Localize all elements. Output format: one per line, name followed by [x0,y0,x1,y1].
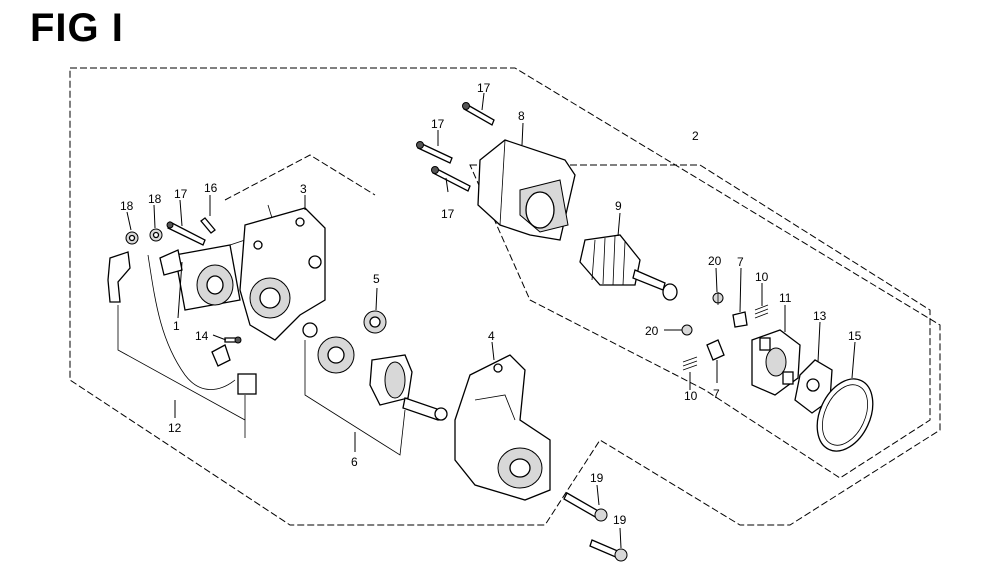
callout-15: 15 [848,329,862,343]
callout-17d: 17 [441,207,455,221]
callout-17a: 17 [174,187,188,201]
callout-19b: 19 [613,513,627,527]
part-20-screw-a [712,292,724,305]
callout-8: 8 [518,109,525,123]
part-19-bolt-b [589,539,628,562]
callout-1: 1 [173,319,180,333]
part-16-screw [200,217,216,234]
callout-18a: 18 [120,199,134,213]
callout-11: 11 [779,291,792,305]
part-19-bolt-a [563,492,608,522]
callout-13: 13 [813,309,827,323]
callout-9: 9 [615,199,622,213]
callout-7b: 7 [713,387,720,401]
part-6-gear-set [302,322,448,421]
part-18-nuts [125,228,163,245]
part-12-cable [107,251,257,438]
callout-7a: 7 [737,255,744,269]
part-7-brush-a [732,311,748,328]
part-15-seal [816,378,874,452]
assembly-boundary [69,67,941,526]
callout-3: 3 [300,182,307,196]
part-7-brush-b [706,339,725,361]
part-5-small-gear [363,310,387,334]
callout-10b: 10 [684,389,698,403]
part-17-bolts-top [416,102,495,192]
part-10-spring-b [682,356,698,371]
callout-5: 5 [373,272,380,286]
part-1-solenoid [159,239,246,311]
part-10-spring-a [754,304,769,319]
callout-10a: 10 [755,270,769,284]
part-8-motor-yoke [477,139,576,241]
callout-6: 6 [351,455,358,469]
callout-12: 12 [168,421,182,435]
part-3-cover-plate [239,204,326,341]
subassembly-2-boundary [469,164,931,479]
callout-14: 14 [195,329,209,343]
callout-19a: 19 [590,471,604,485]
part-14-screw [224,336,242,344]
callout-20a: 20 [708,254,722,268]
part-20-screw-b [681,324,693,336]
figure-title: FIG I [30,6,124,50]
bracket-3-guide [224,154,376,201]
part-9-armature [579,234,678,301]
callout-17b: 17 [477,81,491,95]
part-4-housing [454,354,551,501]
callout-2: 2 [692,129,699,143]
part-17-bolt-left [166,221,206,246]
callout-20b: 20 [645,324,659,338]
callout-17c: 17 [431,117,445,131]
callout-4: 4 [488,329,495,343]
part-11-brush-plate [751,329,801,396]
callout-18b: 18 [148,192,162,206]
callout-16: 16 [204,181,218,195]
